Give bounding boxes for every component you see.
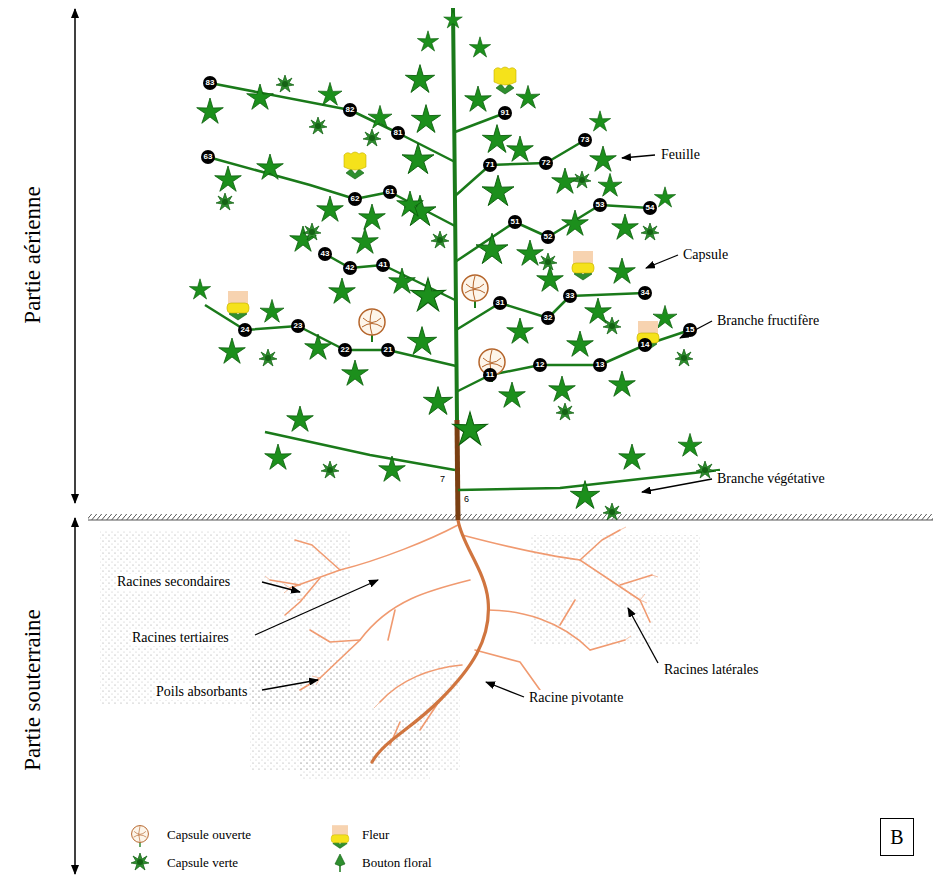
callout-label: Racines tertiaires <box>131 630 230 646</box>
callout-number: 43 <box>318 247 332 261</box>
legend-text: Fleur <box>362 827 389 842</box>
part-label: Partie souterraine <box>20 606 46 774</box>
callout-number: 72 <box>539 156 553 170</box>
callout-label: Poils absorbants <box>155 684 248 700</box>
legend-text: Capsule ouverte <box>167 827 251 842</box>
callout-number: 14 <box>638 338 652 352</box>
callout-number: 15 <box>683 323 697 337</box>
callout-number: 11 <box>483 368 497 382</box>
callout-label: Branche végétative <box>716 471 826 487</box>
callout-number: 63 <box>201 150 215 164</box>
callout-label: Racines latérales <box>663 662 759 678</box>
callout-number: 41 <box>376 258 390 272</box>
callout-label: Racines secondaires <box>116 574 231 590</box>
branch-number: 7 <box>440 474 445 484</box>
legend-text: Capsule verte <box>167 855 238 870</box>
callout-number: 13 <box>593 358 607 372</box>
callout-number: 53 <box>593 198 607 212</box>
callout-number: 54 <box>643 201 657 215</box>
callout-number: 34 <box>638 286 652 300</box>
part-label: Partie aérienne <box>20 183 46 326</box>
callout-number: 33 <box>563 289 577 303</box>
callout-number: 51 <box>508 215 522 229</box>
callout-number: 73 <box>578 133 592 147</box>
callout-number: 24 <box>238 323 252 337</box>
callout-number: 83 <box>203 76 217 90</box>
callout-number: 52 <box>541 230 555 244</box>
callout-number: 32 <box>541 311 555 325</box>
figure-letter-box: B <box>880 818 914 856</box>
callout-number: 61 <box>383 185 397 199</box>
callout-number: 23 <box>291 319 305 333</box>
callout-label: Feuille <box>660 147 701 163</box>
callout-number: 81 <box>391 126 405 140</box>
callout-label: Branche fructifère <box>716 313 820 329</box>
branch-number: 6 <box>464 494 469 504</box>
callout-number: 71 <box>483 158 497 172</box>
callout-number: 62 <box>348 192 362 206</box>
callout-number: 12 <box>533 358 547 372</box>
callout-number: 31 <box>493 296 507 310</box>
figure-letter: B <box>890 826 903 849</box>
callout-number: 22 <box>338 343 352 357</box>
callout-number: 91 <box>498 106 512 120</box>
legend-text: Bouton floral <box>362 855 432 870</box>
callout-label: Racine pivotante <box>528 690 624 706</box>
callout-number: 82 <box>343 103 357 117</box>
callout-number: 21 <box>381 343 395 357</box>
callout-label: Capsule <box>682 247 729 263</box>
callout-number: 42 <box>343 261 357 275</box>
